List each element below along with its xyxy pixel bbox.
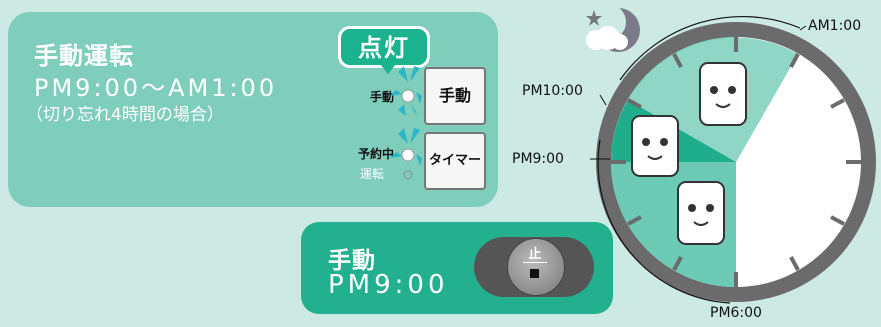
stop-button-label: 止 <box>528 247 542 262</box>
range-arc-top <box>619 15 801 81</box>
lit-badge-tail <box>380 64 396 74</box>
clock-label-pm9: PM9:00 <box>512 151 564 167</box>
stop-divider <box>523 262 547 263</box>
run-lamp <box>403 170 413 180</box>
range-note: （切り忘れ4時間の場合） <box>26 105 224 125</box>
manual-lamp <box>401 89 415 103</box>
clock-label-am1: AM1:00 <box>808 18 862 34</box>
star-icon <box>586 10 602 26</box>
am1-leader <box>799 25 807 31</box>
time-range: PM9:00〜AM1:00 <box>34 74 278 102</box>
lit-badge: 点灯 <box>338 26 430 68</box>
run-indicator-label: 運転 <box>360 167 385 181</box>
reserve-indicator-label: 予約中 <box>358 147 395 161</box>
mode-title: 手動運転 <box>34 42 134 70</box>
stop-button[interactable] <box>507 238 565 296</box>
clock-ticks <box>611 37 861 287</box>
remote-character-2-icon <box>631 115 679 177</box>
reserve-lamp-rays <box>390 128 422 166</box>
stop-mode-label: 手動 <box>328 248 376 274</box>
pm10-leader <box>599 94 607 106</box>
remote-character-3-icon <box>677 181 725 245</box>
reserve-lamp <box>401 148 415 162</box>
remote-character-1-icon <box>699 62 747 126</box>
moon-icon <box>586 4 640 52</box>
manual-lamp-rays <box>390 66 422 118</box>
clock-label-pm6: PM6:00 <box>710 305 762 321</box>
stop-square-icon <box>530 269 539 278</box>
stop-time-label: PM9:00 <box>328 270 449 300</box>
clock-label-pm10: PM10:00 <box>522 83 583 99</box>
manual-indicator-label: 手動 <box>370 90 395 104</box>
range-arc-left <box>597 139 731 304</box>
manual-button[interactable]: 手動 <box>424 67 486 125</box>
timer-button[interactable]: タイマー <box>424 132 486 190</box>
